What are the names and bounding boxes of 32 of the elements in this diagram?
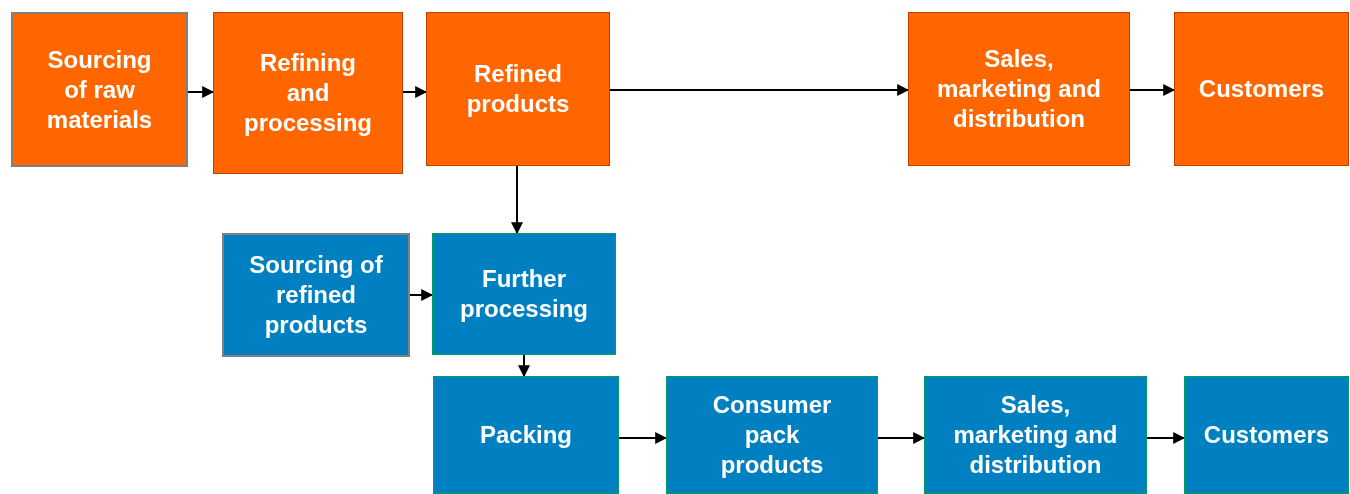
process-box xyxy=(1184,376,1349,494)
process-box xyxy=(924,376,1147,494)
process-box xyxy=(11,12,188,167)
process-box xyxy=(908,12,1130,166)
arrow xyxy=(609,84,910,96)
arrow xyxy=(402,86,428,98)
arrow xyxy=(518,354,530,378)
box-label: Refining and processing xyxy=(243,48,373,138)
box-label: Consumer pack products xyxy=(711,390,833,480)
arrow xyxy=(409,289,434,301)
process-box xyxy=(1174,12,1349,166)
box-label: Sales, marketing and distribution xyxy=(952,390,1119,480)
arrow xyxy=(1146,432,1186,444)
process-box xyxy=(426,12,610,166)
box-label: Further processing xyxy=(458,264,589,324)
box-label: Sales, marketing and distribution xyxy=(935,44,1102,134)
process-box xyxy=(432,233,616,355)
arrow xyxy=(1129,84,1176,96)
arrow xyxy=(187,86,215,98)
box-label: Customers xyxy=(1198,74,1325,104)
process-box xyxy=(433,376,619,494)
arrow xyxy=(877,432,926,444)
arrow xyxy=(618,432,668,444)
process-box xyxy=(222,233,410,357)
box-label: Sourcing of raw materials xyxy=(45,44,154,135)
process-box xyxy=(213,12,403,174)
box-label: Customers xyxy=(1203,420,1330,450)
box-label: Refined products xyxy=(465,59,571,119)
arrow xyxy=(511,165,523,235)
box-label: Packing xyxy=(479,420,572,450)
process-box xyxy=(666,376,878,494)
box-label: Sourcing of refined products xyxy=(248,250,384,340)
